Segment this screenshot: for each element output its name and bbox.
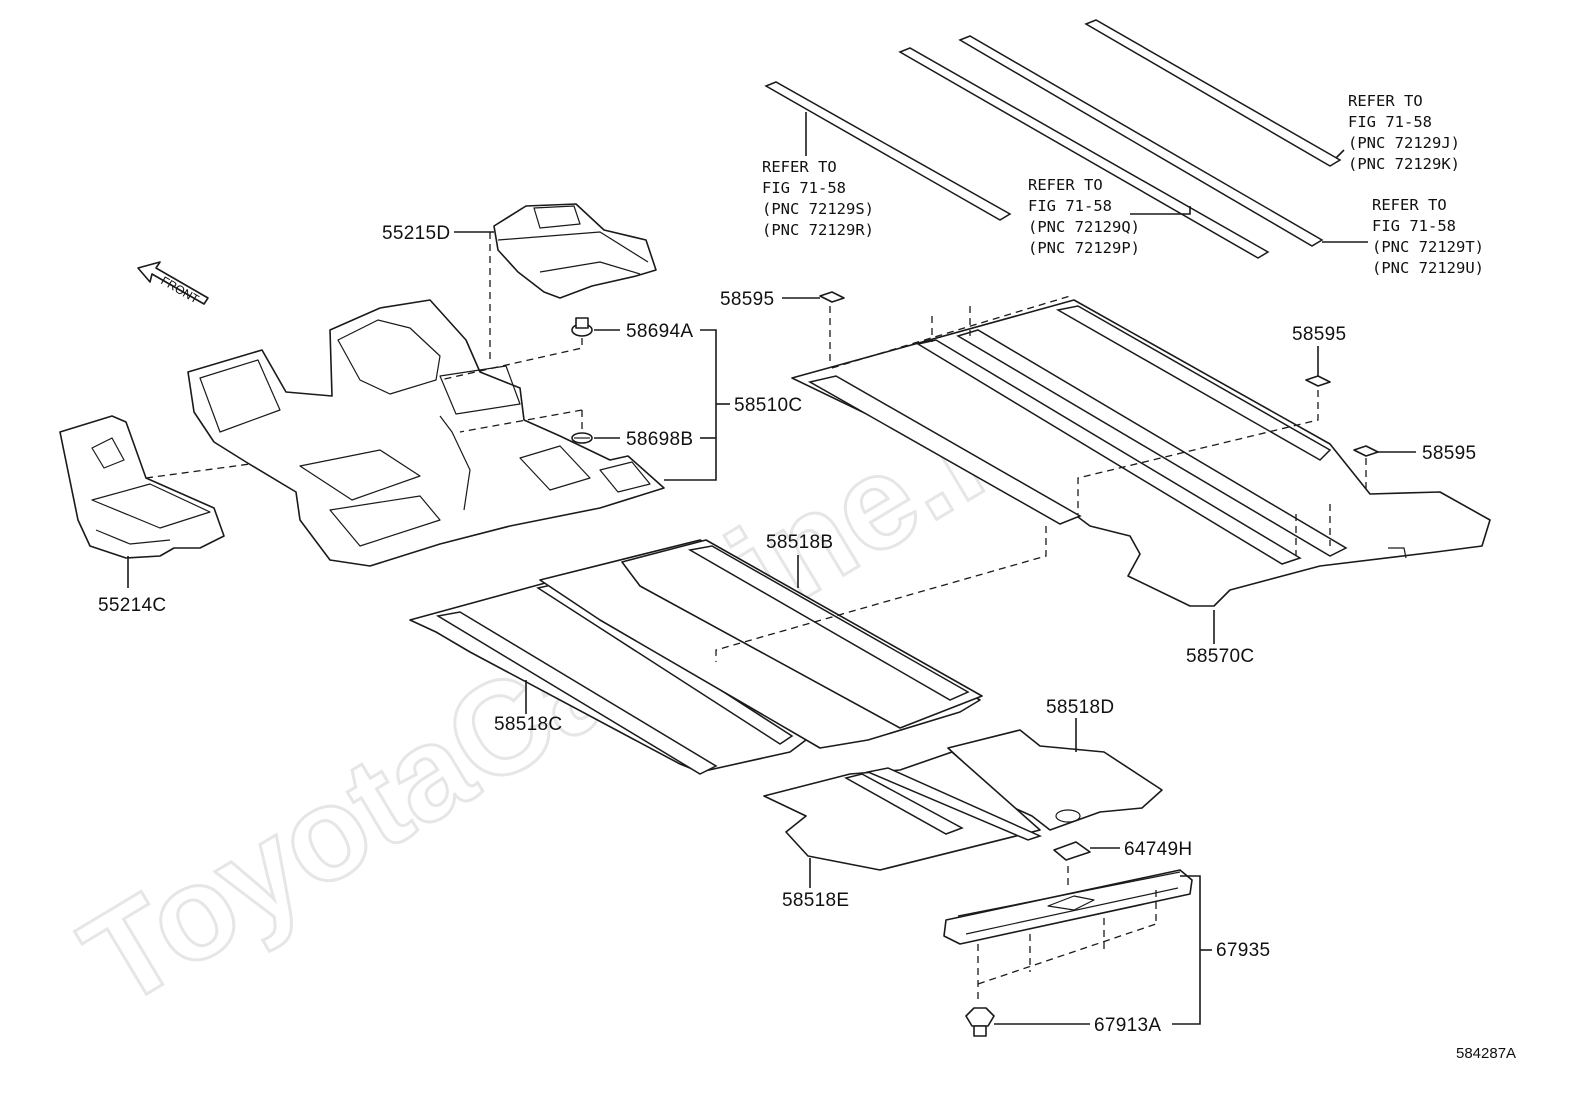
label-67913A: 67913A [1094,1015,1161,1036]
label-58595-b: 58595 [1292,324,1346,345]
part-58570C-shape [791,299,1491,607]
assembly-lines [145,232,1367,1004]
clip-58595-b-icon [1305,375,1331,387]
svg-text:(PNC 72129J): (PNC 72129J) [1348,134,1460,152]
front-arrow-icon [137,261,209,305]
svg-text:(PNC 72129T): (PNC 72129T) [1372,238,1484,256]
part-58518E-shape [763,751,1043,871]
reference-note-72129T: REFER TO FIG 71-58 (PNC 72129T) (PNC 721… [1372,196,1484,277]
part-55215D-shape [493,203,657,299]
svg-text:(PNC 72129S): (PNC 72129S) [762,200,874,218]
label-58595-a: 58595 [720,289,774,310]
figure-code: 584287A [1456,1045,1516,1062]
clip-58698B-icon [571,432,593,444]
label-58694A: 58694A [626,321,693,342]
label-58518C: 58518C [494,714,562,735]
svg-text:REFER TO: REFER TO [1028,176,1103,194]
part-58518C-shape [409,567,807,775]
svg-text:(PNC 72129R): (PNC 72129R) [762,221,874,239]
svg-text:REFER TO: REFER TO [762,158,837,176]
label-58518B: 58518B [766,532,833,553]
reference-note-72129S: REFER TO FIG 71-58 (PNC 72129S) (PNC 721… [762,158,874,239]
svg-text:(PNC 72129K): (PNC 72129K) [1348,155,1460,173]
clip-58595-c-icon [1353,445,1379,457]
clip-64749H-icon [1053,841,1091,861]
reference-note-72129J: REFER TO FIG 71-58 (PNC 72129J) (PNC 721… [1348,92,1460,173]
svg-text:(PNC 72129P): (PNC 72129P) [1028,239,1140,257]
rail-72129T-shape [958,35,1324,247]
label-55214C: 55214C [98,595,166,616]
clip-58694A-icon [571,317,593,337]
front-label: FRONT [159,273,202,306]
svg-text:FIG 71-58: FIG 71-58 [1372,217,1456,235]
label-58595-c: 58595 [1422,443,1476,464]
label-67935: 67935 [1216,940,1270,961]
rail-72129S-shape [764,81,1012,221]
rail-72129Q-shape [898,47,1270,259]
part-58518D-shape [947,729,1163,831]
part-58518B-shape [539,539,983,749]
part-55214C-shape [59,415,225,559]
svg-text:REFER TO: REFER TO [1372,196,1447,214]
label-58510C: 58510C [734,395,802,416]
part-58510C-shape [187,299,665,567]
svg-text:FIG 71-58: FIG 71-58 [762,179,846,197]
clip-67913A-icon [965,1007,995,1037]
label-58698B: 58698B [626,429,693,450]
part-67935-shape [943,869,1193,945]
label-64749H: 64749H [1124,839,1192,860]
rail-72129J-shape [1084,19,1342,167]
leader-lines [127,112,1416,1025]
svg-text:(PNC 72129U): (PNC 72129U) [1372,259,1484,277]
label-58518D: 58518D [1046,697,1114,718]
label-55215D: 55215D [382,223,450,244]
label-58570C: 58570C [1186,646,1254,667]
svg-text:(PNC 72129Q): (PNC 72129Q) [1028,218,1140,236]
svg-text:REFER TO: REFER TO [1348,92,1423,110]
svg-text:FIG 71-58: FIG 71-58 [1348,113,1432,131]
svg-text:FIG 71-58: FIG 71-58 [1028,197,1112,215]
clip-58595-a-icon [819,291,845,303]
label-58518E: 58518E [782,890,849,911]
reference-note-72129Q: REFER TO FIG 71-58 (PNC 72129Q) (PNC 721… [1028,176,1140,257]
